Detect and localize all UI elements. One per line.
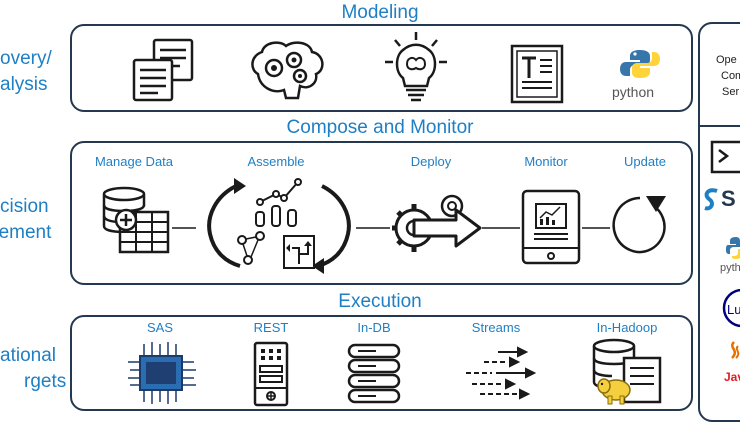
discovery-label: overy/ alysis [0,46,52,98]
monitor-tablet-icon [521,189,581,265]
streams-arrows-icon [466,346,537,400]
sas-logo-icon [704,188,718,211]
decision-label-line1: cision [0,196,49,217]
python-logo-small-icon [726,237,740,259]
execution-title: Execution [338,291,422,312]
python-logo-icon [620,50,660,78]
java-logo-text: Jav [724,370,740,384]
cpu-chip-icon [128,342,196,404]
discovery-label-line2: alysis [0,74,48,95]
step-update-label: Update [624,154,666,169]
assemble-cycle-icon [207,178,351,274]
step-deploy-label: Deploy [410,154,452,169]
lua-logo-text: Lu [727,302,740,317]
compose-monitor-box [70,141,693,285]
operational-targets-label: ational rgets [0,343,66,395]
right-panel-line2: Com [721,70,740,82]
discovery-label-line1: overy/ [0,48,52,69]
step-monitor-label: Monitor [524,154,568,169]
step-assemble-label: Assemble [247,154,305,169]
terminal-icon [710,140,740,174]
lightbulb-brain-icon [385,32,447,102]
decision-management-label: cision gement [0,194,51,246]
java-logo-icon [731,341,740,359]
sas-logo-text: S [721,186,736,211]
documents-icon [132,38,194,102]
step-manage-data-label: Manage Data [94,154,174,169]
target-rest-label: REST [253,320,289,335]
python-logo-text: python [612,84,655,100]
compose-monitor-title: Compose and Monitor [286,117,474,138]
modeling-title: Modeling [341,2,419,23]
server-icon [253,341,289,407]
text-document-icon [510,44,564,104]
python-small-text: pyth [720,262,740,274]
operational-label-line1: ational [0,345,56,366]
execution-box [70,315,693,411]
right-panel-line1: Ope [716,54,737,66]
target-in-hadoop-label: In-Hadoop [596,320,658,335]
right-panel-divider [698,125,740,127]
right-panel-line3: Ser [722,86,740,98]
lua-logo-icon [722,288,740,328]
database-table-icon [102,186,170,254]
modeling-box [70,24,693,112]
target-in-db-label: In-DB [357,320,391,335]
brain-gears-icon [251,41,324,100]
refresh-arrow-icon [612,196,666,254]
database-stack-icon [347,343,401,404]
decision-label-line2: gement [0,222,52,243]
hadoop-database-icon [592,338,662,405]
operational-label-line2: rgets [24,371,67,392]
deploy-gears-arrow-icon [392,194,482,252]
target-sas-label: SAS [146,320,174,335]
target-streams-label: Streams [471,320,521,335]
